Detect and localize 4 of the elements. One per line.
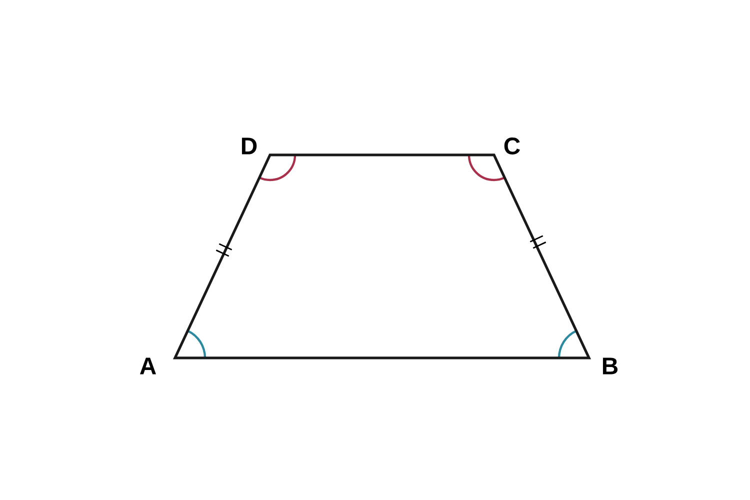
vertex-label: B — [602, 358, 618, 374]
vertex-label: A — [140, 358, 156, 374]
vertex-label: C — [504, 138, 520, 154]
vertex-label: D — [242, 138, 257, 154]
